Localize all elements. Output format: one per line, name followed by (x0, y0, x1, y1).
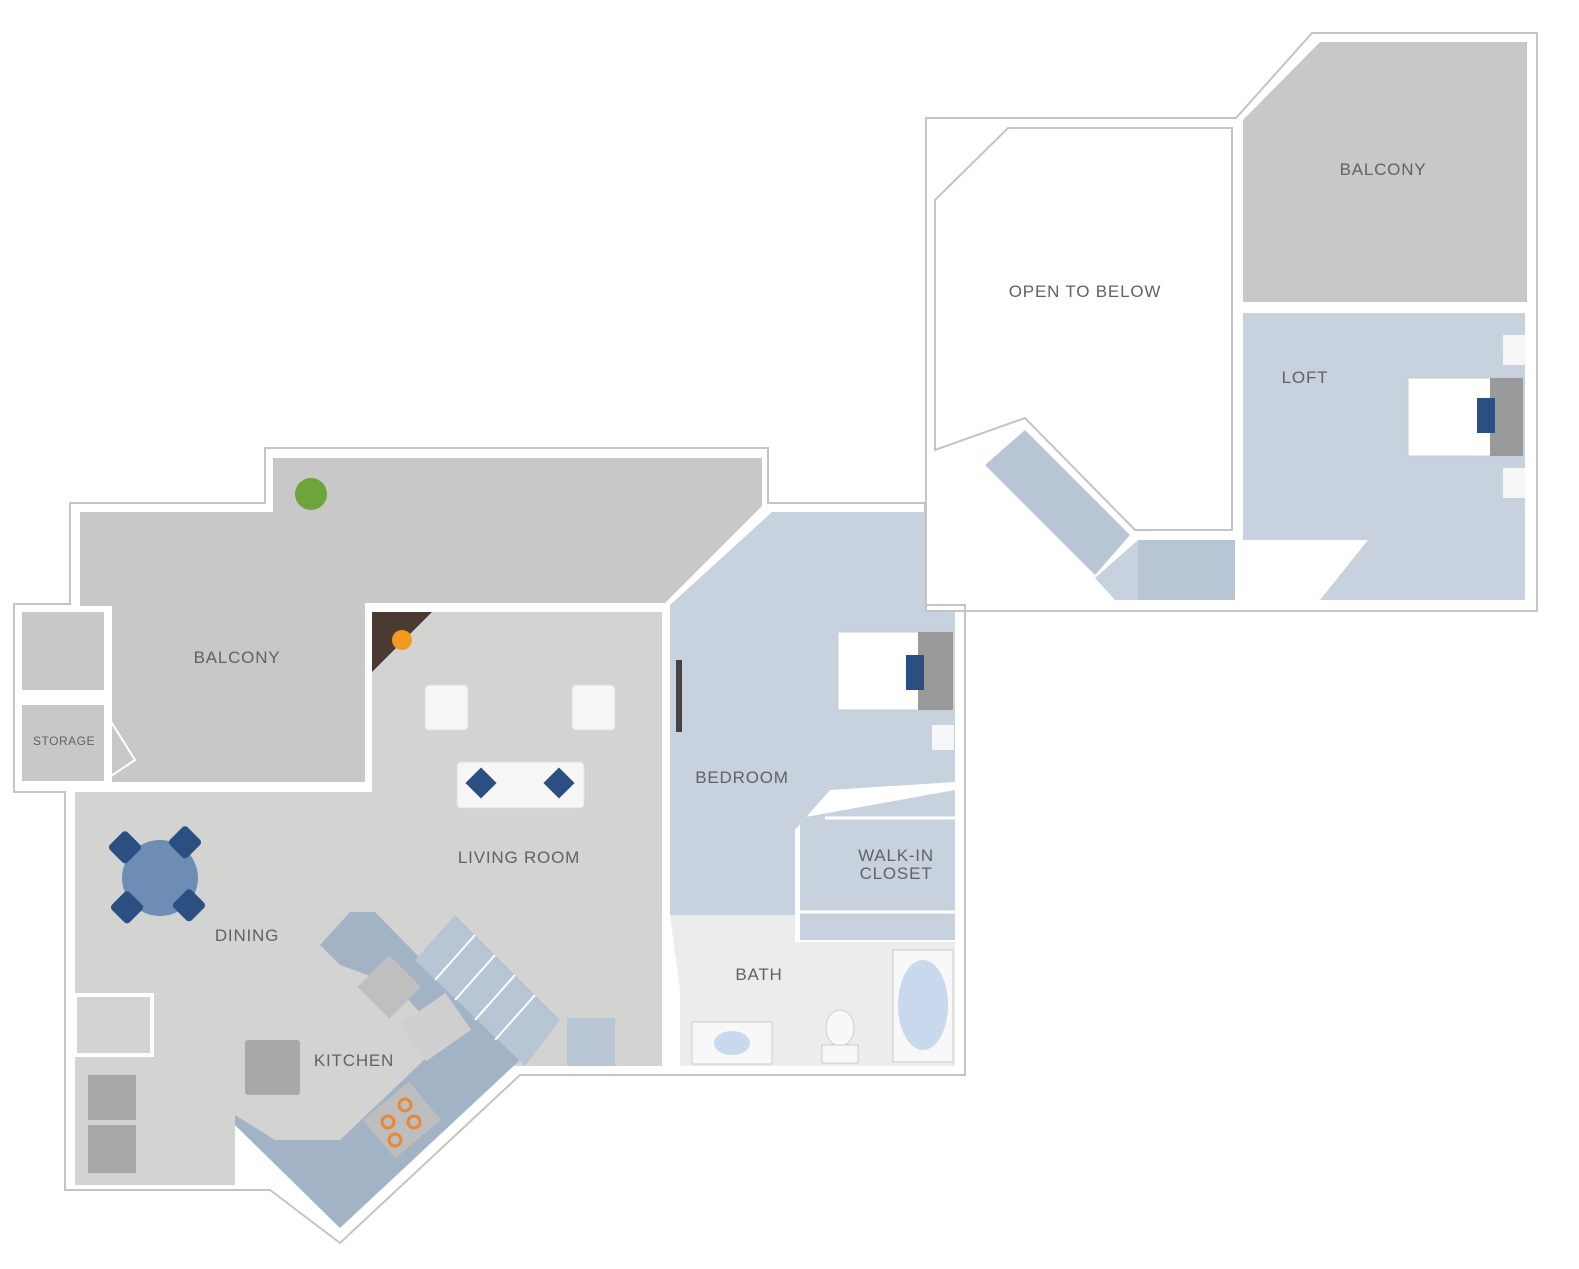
pillow (465, 767, 497, 799)
plant (295, 478, 327, 510)
burner-icon (380, 1114, 396, 1130)
stove[interactable] (362, 1081, 442, 1159)
open-to-below (934, 127, 1233, 531)
tv (676, 660, 682, 732)
refrigerator (245, 1040, 300, 1095)
label-living-room: LIVING ROOM (458, 848, 580, 867)
sofa (456, 761, 585, 809)
washer (88, 1075, 136, 1120)
burner-icon (406, 1114, 422, 1130)
label-storage: STORAGE (33, 734, 95, 748)
balcony-upper (1243, 42, 1527, 302)
loft-bed-pillow-accent (1477, 398, 1495, 433)
loft-bed-pillows (1490, 378, 1523, 456)
armchair (571, 684, 616, 731)
label-open-to-below: OPEN TO BELOW (1009, 282, 1161, 301)
upper-floor: OPEN TO BELOW BALCONY LOFT (925, 32, 1538, 612)
label-kitchen: KITCHEN (314, 1051, 394, 1070)
label-dining: DINING (215, 926, 279, 945)
storage-upper-closet (22, 612, 104, 690)
main-floor-outer-wall (13, 447, 966, 1245)
label-balcony: BALCONY (194, 648, 281, 667)
dining-chairs (108, 826, 206, 924)
stairs-upper-landing[interactable] (1138, 540, 1235, 600)
stair-treads (434, 934, 536, 1041)
label-walk-in-closet: CLOSET (860, 864, 933, 883)
burner-icon (397, 1097, 413, 1113)
closet-shelves (800, 816, 955, 914)
toilet-tank (821, 1044, 859, 1064)
label-bath: BATH (735, 965, 782, 984)
armchair (424, 684, 469, 731)
label-balcony-upper: BALCONY (1340, 160, 1427, 179)
pantry-closet[interactable] (73, 993, 154, 1057)
stairs-upper-base (1095, 540, 1138, 600)
nightstand (1503, 468, 1525, 498)
nightstand (1503, 335, 1525, 365)
stairs-upper[interactable] (985, 430, 1130, 575)
stairs-main[interactable] (415, 915, 560, 1066)
walk-in-closet-floor (800, 790, 955, 940)
stairs-landing[interactable] (567, 1018, 615, 1066)
upper-floor-outer-wall (925, 32, 1538, 612)
storage-door[interactable] (104, 711, 137, 781)
bedroom-floor (670, 512, 955, 915)
balcony-main (80, 458, 762, 782)
dining-table (122, 840, 198, 916)
label-bedroom: BEDROOM (695, 768, 788, 787)
label-loft: LOFT (1282, 368, 1329, 387)
nightstand (932, 725, 954, 750)
label-walk-in-closet: WALK-IN (858, 846, 934, 865)
fire-icon (392, 630, 412, 650)
sink (714, 1031, 750, 1055)
toilet (825, 1009, 855, 1047)
storage-room (22, 705, 104, 781)
main-floor: BALCONY STORAGE LIVING ROOM DINING KITCH… (13, 447, 966, 1245)
kitchen-sink[interactable] (400, 992, 472, 1062)
burner-icon (387, 1132, 403, 1148)
bed-pillow-accent (906, 655, 924, 690)
kitchen-sink-corner (357, 955, 422, 1019)
bathtub-basin (898, 960, 948, 1050)
dryer (88, 1125, 136, 1173)
